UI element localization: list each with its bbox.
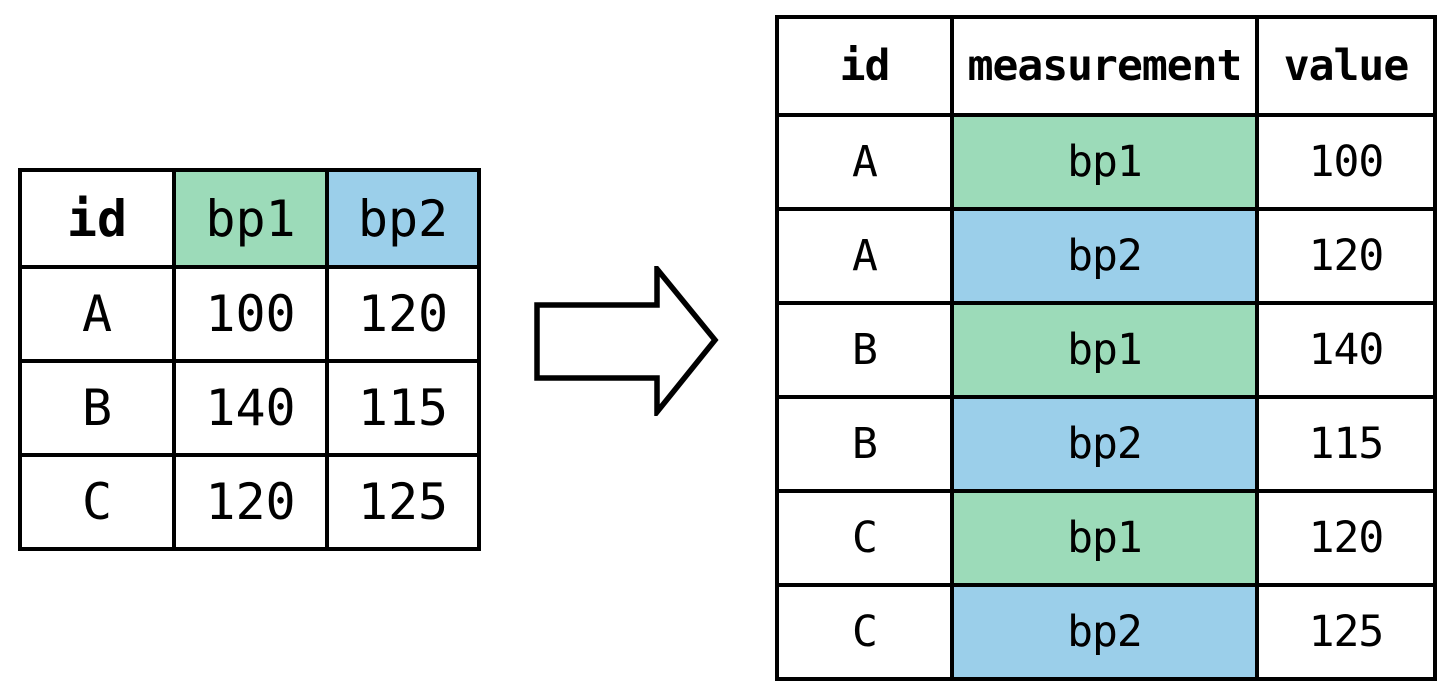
data-cell: B	[775, 301, 954, 399]
header-cell-measurement: measurement	[950, 15, 1259, 117]
data-cell: 120	[1255, 489, 1437, 587]
data-cell: bp2	[950, 395, 1259, 493]
data-cell: C	[775, 583, 954, 681]
data-cell: A	[18, 265, 176, 363]
data-cell: 115	[1255, 395, 1437, 493]
header-cell-value: value	[1255, 15, 1437, 117]
data-cell: bp1	[950, 489, 1259, 587]
data-cell: A	[775, 207, 954, 305]
data-cell: 120	[325, 265, 481, 363]
data-cell: 125	[1255, 583, 1437, 681]
data-cell: C	[775, 489, 954, 587]
data-cell: A	[775, 113, 954, 211]
data-cell: 100	[172, 265, 329, 363]
header-cell-bp1: bp1	[172, 168, 329, 269]
header-cell-bp2: bp2	[325, 168, 481, 269]
data-cell: B	[18, 359, 176, 457]
data-cell: 120	[1255, 207, 1437, 305]
data-cell: B	[775, 395, 954, 493]
data-cell: C	[18, 453, 176, 551]
header-cell-id: id	[775, 15, 954, 117]
data-cell: bp1	[950, 113, 1259, 211]
data-cell: 115	[325, 359, 481, 457]
data-cell: 100	[1255, 113, 1437, 211]
data-cell: 140	[1255, 301, 1437, 399]
header-cell-id: id	[18, 168, 176, 269]
data-cell: 140	[172, 359, 329, 457]
transform-arrow-icon	[534, 266, 719, 416]
data-cell: bp1	[950, 301, 1259, 399]
data-cell: bp2	[950, 207, 1259, 305]
data-cell: 120	[172, 453, 329, 551]
data-cell: bp2	[950, 583, 1259, 681]
data-cell: 125	[325, 453, 481, 551]
